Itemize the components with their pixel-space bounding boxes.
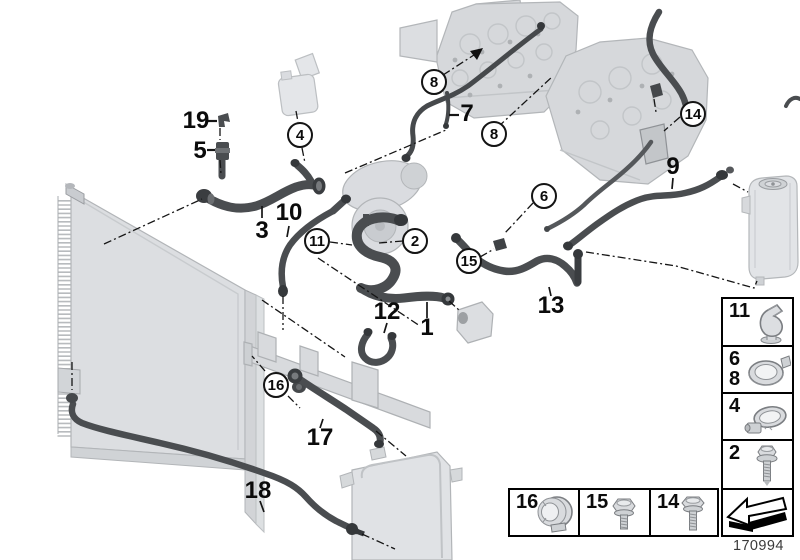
hose-17 [294,374,384,446]
callout-12[interactable]: 12 [373,298,401,325]
legend-item-label: 11 [729,300,751,322]
legend-box-4[interactable]: 4 [721,392,794,441]
vent-pipe [646,8,691,116]
legend-box-6-8[interactable]: 6 8 [721,345,794,394]
callout-circled-4[interactable]: 4 [287,122,313,148]
legend-item-label: 2 [729,442,741,464]
direction-arrow-icon [726,496,788,532]
hose-9 [567,173,724,248]
radiator [57,183,265,534]
legend-box-14[interactable]: 14 [649,488,719,537]
leader-lines [71,52,758,550]
legend-item-label: 4 [729,395,741,417]
legend-box-direction[interactable] [721,488,794,537]
drawing-number: 170994 [733,538,784,554]
callout-1[interactable]: 1 [420,314,434,341]
radiator-bottom-bracket [57,367,81,395]
callout-circled-15[interactable]: 15 [456,248,482,274]
expansion-tank-small [277,52,321,117]
callout-circled-2[interactable]: 2 [402,228,428,254]
callout-17[interactable]: 17 [306,424,334,451]
radiator-top-port [65,183,85,205]
hose-7 [404,26,544,159]
fittings [66,22,734,537]
legend-box-15[interactable]: 15 [578,488,651,537]
callout-3[interactable]: 3 [255,217,269,244]
expansion-tank-right [741,175,799,286]
callout-5[interactable]: 5 [193,137,207,164]
callout-circled-8a[interactable]: 8 [421,69,447,95]
callout-13[interactable]: 13 [537,292,565,319]
callout-circled-8b[interactable]: 8 [481,121,507,147]
callout-19[interactable]: 19 [182,107,210,134]
callout-18[interactable]: 18 [244,477,272,504]
hose-10 [278,207,337,291]
callout-circled-6[interactable]: 6 [531,183,557,209]
callout-circled-16[interactable]: 16 [263,372,289,398]
callout-10[interactable]: 10 [275,199,303,226]
legend-item-label: 15 [586,491,609,513]
bleed-elbow-4 [293,161,315,185]
label-ticks [206,113,674,513]
pipe-sensor [650,83,663,98]
hose-12 [357,330,397,366]
hex-bolt-long-icon [681,496,705,531]
clip-15-on-hose [493,238,507,251]
hose-3 [201,180,322,213]
legend-item-label: 6 [729,348,741,370]
legend-item-label: 8 [729,368,741,390]
leader-arrowhead [470,48,483,60]
callout-circled-14[interactable]: 14 [680,101,706,127]
grommet-icon [537,496,573,533]
legend-box-16[interactable]: 16 [508,488,580,537]
thermostat-part [456,301,494,344]
legend-item-label: 16 [516,491,539,513]
callout-7[interactable]: 7 [460,100,474,127]
callout-9[interactable]: 9 [666,153,680,180]
flange-bolt-icon [756,445,778,486]
coolant-pipe [546,139,654,231]
band-clamp-icon [748,355,791,386]
hose-2-formed [351,212,405,296]
callout-circled-11[interactable]: 11 [304,228,330,254]
legend-item-label: 14 [657,491,680,513]
screw-clamp-icon [744,405,787,434]
module-carrier [243,331,431,429]
auxiliary-radiator [339,446,463,560]
spring-clamp-icon [759,303,784,344]
hose-18 [68,400,360,535]
legend-box-11[interactable]: 11 [721,297,794,347]
legend-box-2[interactable]: 2 [721,439,794,490]
hex-bolt-short-icon [612,498,636,530]
